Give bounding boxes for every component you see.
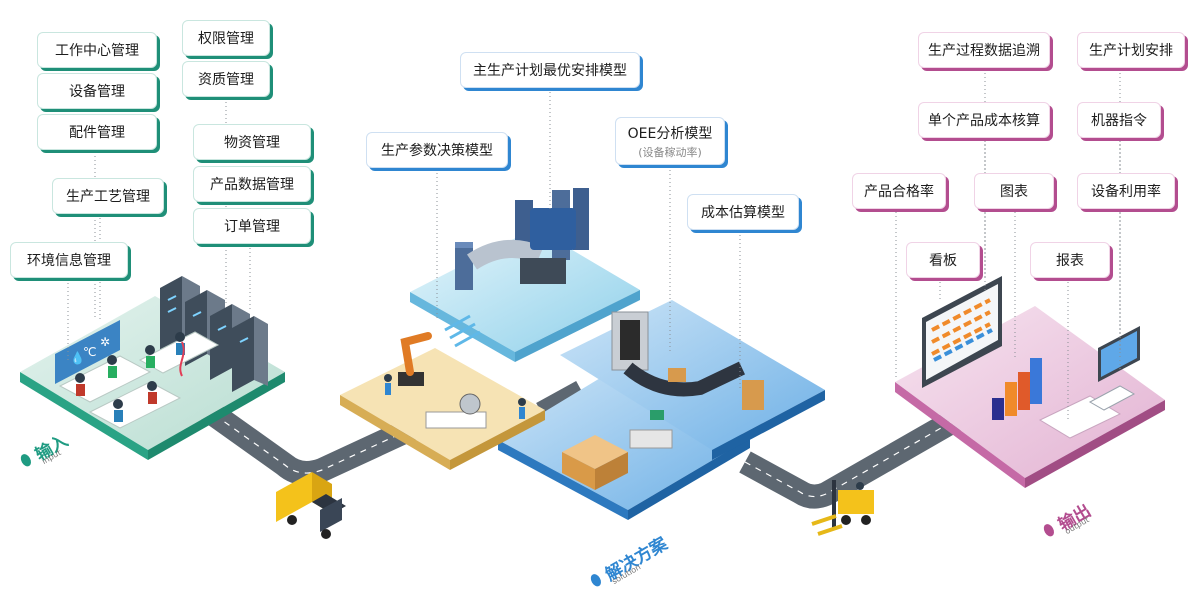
solution-platform-lower xyxy=(498,366,750,520)
label-environment-mgmt: 环境信息管理 xyxy=(10,242,128,278)
label-kanban: 看板 xyxy=(906,242,980,278)
svg-text:💧: 💧 xyxy=(70,351,85,365)
thermometer-icon: 💧 ℃ ✲ xyxy=(55,320,120,384)
label-material-mgmt: 物资管理 xyxy=(193,124,311,160)
label-cost-estimate-model: 成本估算模型 xyxy=(687,194,799,230)
label-master-plan-model: 主生产计划最优安排模型 xyxy=(460,52,640,88)
svg-text:℃: ℃ xyxy=(83,345,96,359)
computer-icon xyxy=(1088,326,1140,411)
road-connector xyxy=(536,380,584,418)
solution-platform-top xyxy=(410,228,640,362)
label-equipment-utilization: 设备利用率 xyxy=(1077,173,1175,209)
label-work-center-mgmt: 工作中心管理 xyxy=(37,32,157,68)
oee-model-title: OEE分析模型 xyxy=(627,125,713,142)
dashboard-board-icon xyxy=(922,276,1002,388)
road-left xyxy=(198,398,436,486)
forklift-icon xyxy=(811,480,874,536)
label-param-decision-model: 生产参数决策模型 xyxy=(366,132,508,168)
label-process-mgmt: 生产工艺管理 xyxy=(52,178,164,214)
label-machine-instruction: 机器指令 xyxy=(1077,102,1161,138)
office-desks-icon xyxy=(58,331,220,429)
pump-machine-icon xyxy=(455,188,589,290)
label-equipment-mgmt: 设备管理 xyxy=(37,73,157,109)
label-qualified-rate: 产品合格率 xyxy=(852,173,946,209)
robot-arm-icon xyxy=(384,314,526,429)
label-report: 报表 xyxy=(1030,242,1110,278)
label-qualification-mgmt: 资质管理 xyxy=(182,61,270,97)
label-product-data-mgmt: 产品数据管理 xyxy=(193,166,311,202)
truck-icon xyxy=(276,472,346,539)
road-right xyxy=(739,409,961,509)
label-charts: 图表 xyxy=(974,173,1054,209)
label-unit-cost-accounting: 单个产品成本核算 xyxy=(918,102,1050,138)
label-order-mgmt: 订单管理 xyxy=(193,208,311,244)
label-parts-mgmt: 配件管理 xyxy=(37,114,157,150)
label-permission-mgmt: 权限管理 xyxy=(182,20,270,56)
label-process-traceability: 生产过程数据追溯 xyxy=(918,32,1050,68)
conveyor-icon xyxy=(611,311,764,410)
svg-text:✲: ✲ xyxy=(100,335,110,349)
cargo-boxes-icon xyxy=(562,410,673,490)
oee-model-subtitle: (设备稼动率) xyxy=(638,145,702,159)
label-oee-model: OEE分析模型 (设备稼动率) xyxy=(615,117,725,165)
label-production-schedule: 生产计划安排 xyxy=(1077,32,1185,68)
